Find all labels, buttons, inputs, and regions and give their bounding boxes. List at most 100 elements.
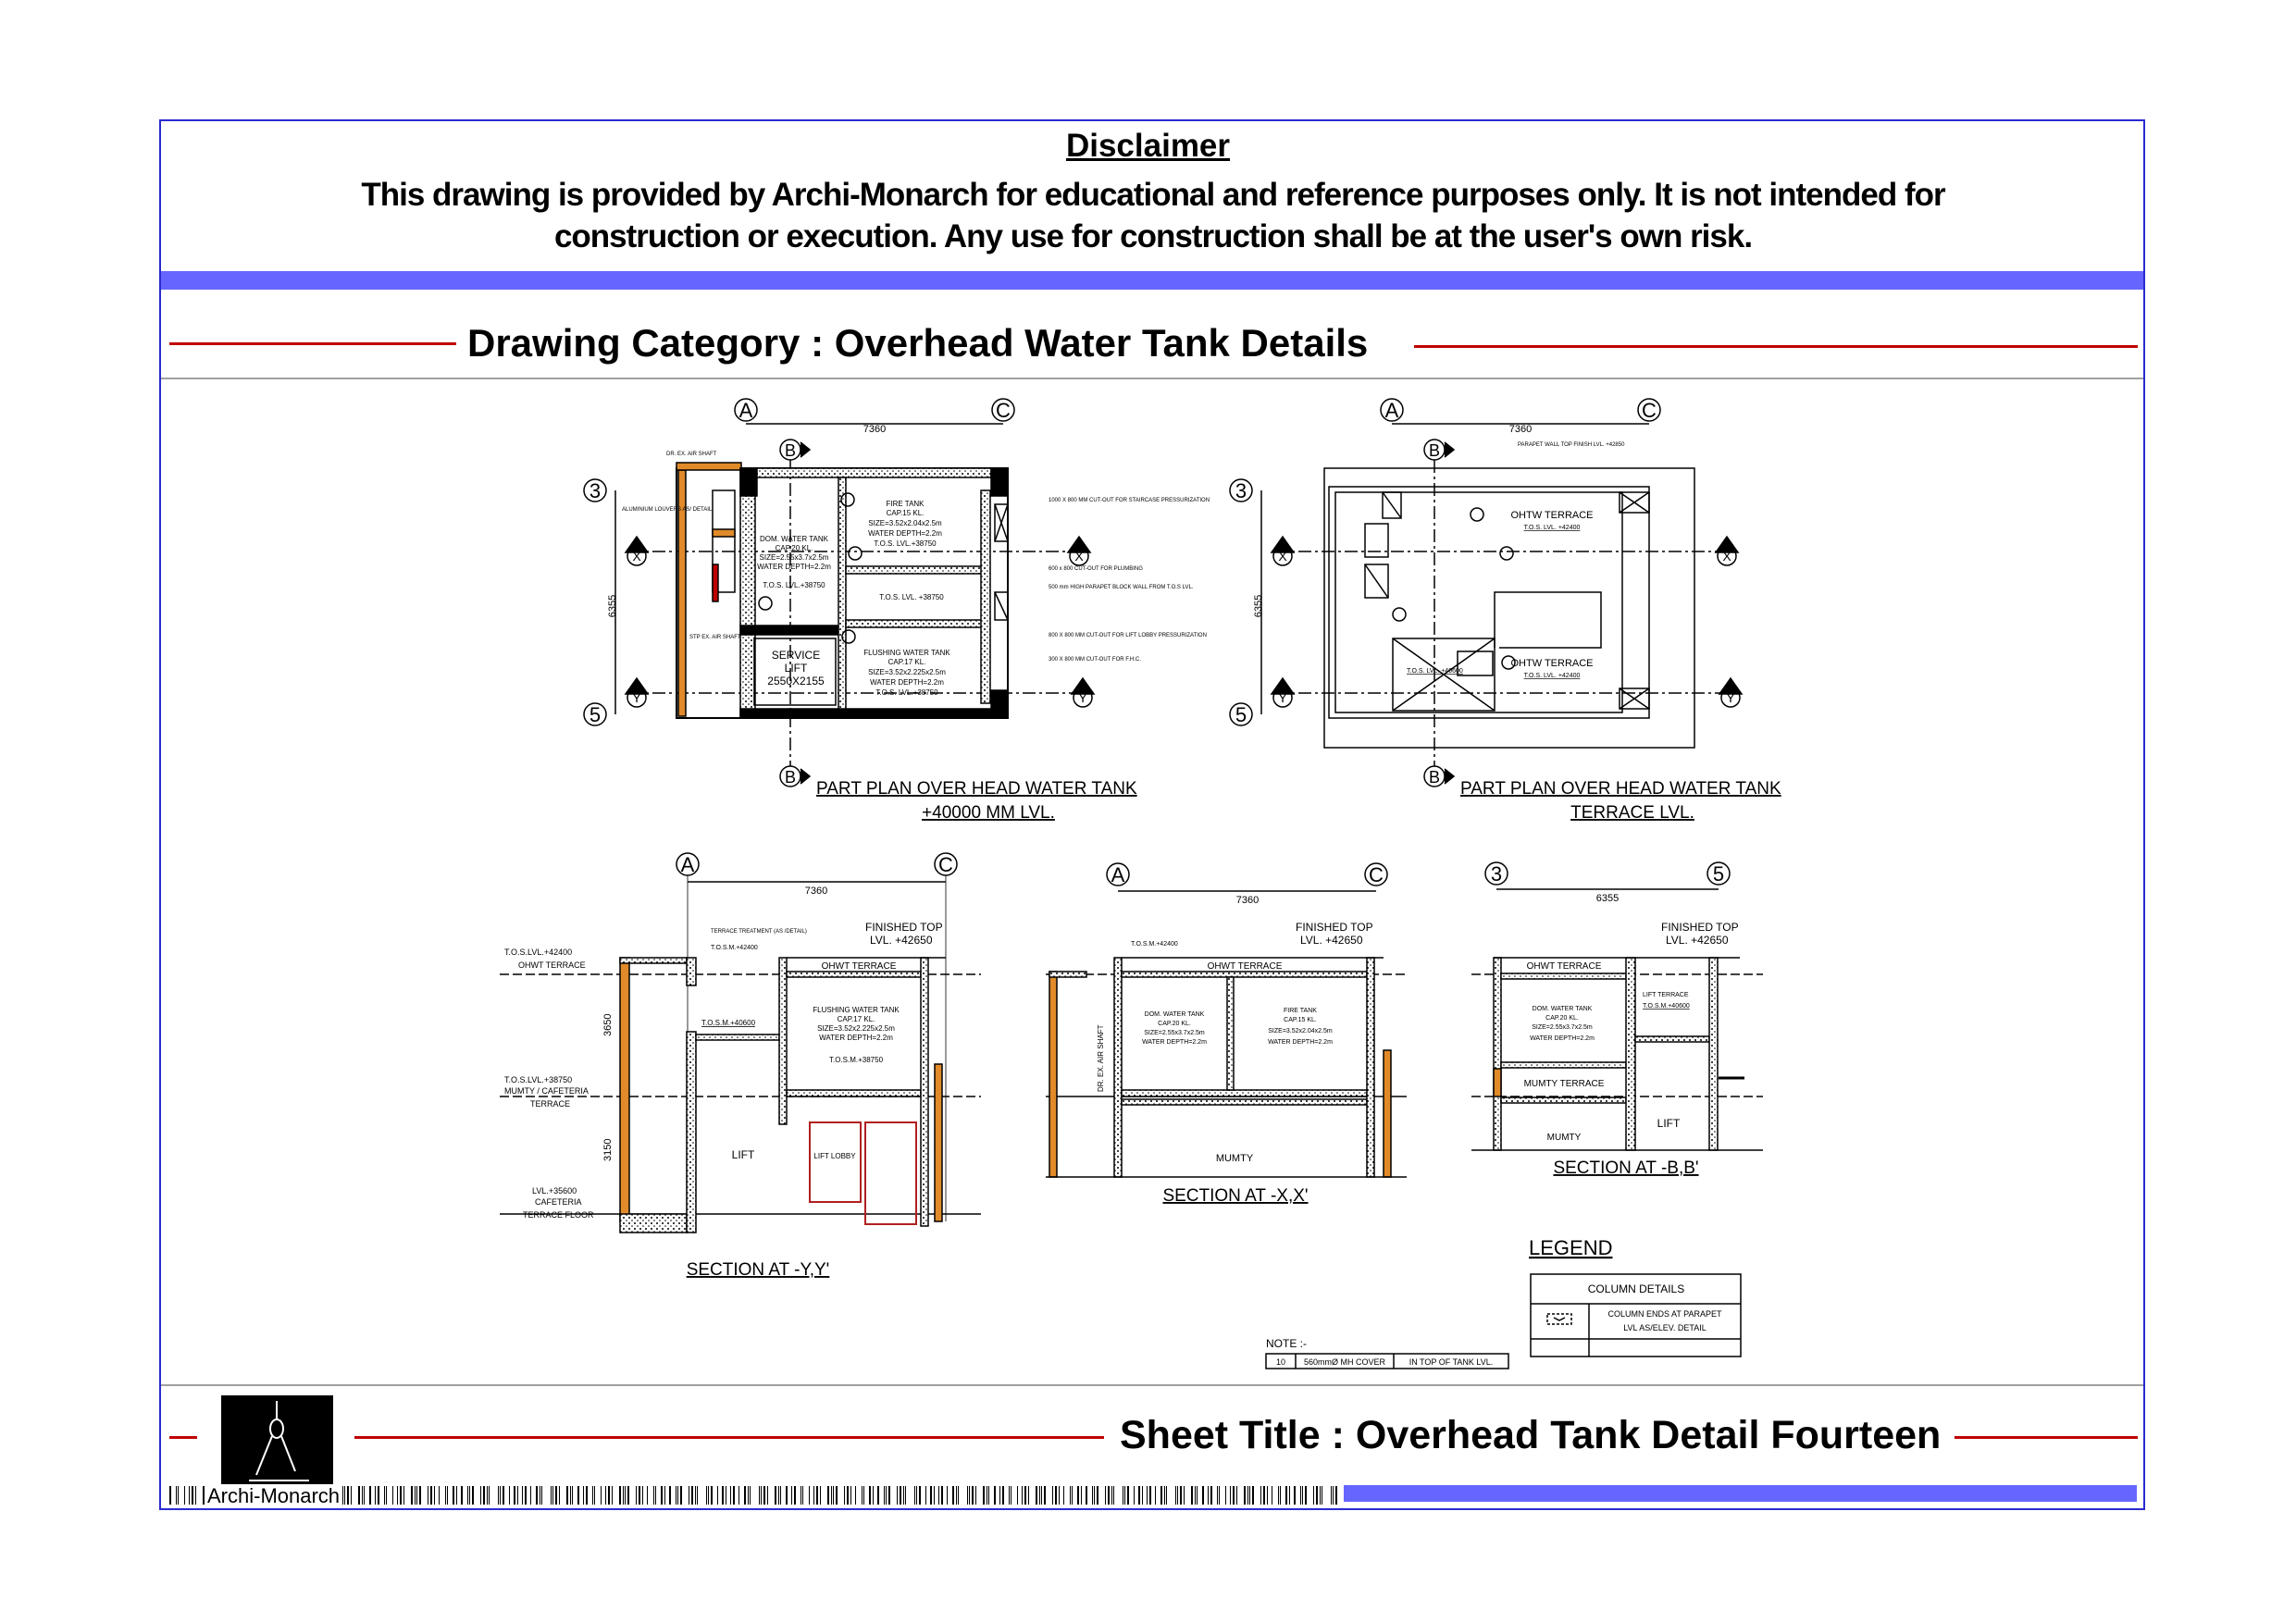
callout-parapet-wall: 500 mm HIGH PARAPET BLOCK WALL FROM T.O.… [1049,585,1194,590]
svg-text:FLUSHING WATER TANK: FLUSHING WATER TANK [863,649,950,657]
section-marker-y-left: Y [624,676,650,708]
svg-text:SIZE=3.52x2.04x2.5m: SIZE=3.52x2.04x2.5m [868,519,942,527]
grid-bubble-c: C [991,398,1015,422]
finished-top-label: FINISHED TOP LVL. +42650 [1661,921,1739,947]
callout-staircase-cutout: 1000 X 800 MM CUT-OUT FOR STAIRCASE PRES… [1049,498,1210,503]
svg-text:SIZE=2.55x3.7x2.5m: SIZE=2.55x3.7x2.5m [760,553,829,562]
terrace-label-1: OHTW TERRACE T.O.S. LVL. +42400 [1510,510,1593,531]
lift-level-label: T.O.S. LVL. +40600 [1407,668,1463,675]
svg-text:C: C [1369,863,1384,886]
plan-ohwt-terrace: 7360 A C B B 3 5 6355 X X Y Y OHTW TERRA… [1229,398,1781,823]
grid-bubble-3: 3 [1484,861,1508,886]
svg-text:OHTW TERRACE: OHTW TERRACE [1510,510,1593,521]
svg-text:WATER DEPTH=2.2m: WATER DEPTH=2.2m [757,563,831,571]
svg-text:WATER DEPTH=2.2m: WATER DEPTH=2.2m [1142,1039,1207,1046]
mid-level-label: T.O.S. LVL. +38750 [879,593,944,601]
svg-text:3: 3 [1491,862,1502,886]
section-xx: A C 7360 OHWT TERRACE FINISHED TOP LVL. … [1046,862,1407,1206]
dimension-6355: 6355 [607,595,618,617]
mumty-label: MUMTY [1547,1133,1582,1143]
svg-text:SERVICE: SERVICE [772,649,820,662]
svg-text:TERRACE: TERRACE [530,1099,570,1109]
dom-tank-label: DOM. WATER TANK CAP.20 KL. SIZE=2.55x3.7… [1142,1011,1207,1046]
svg-text:LIFT TERRACE: LIFT TERRACE [1643,992,1689,998]
svg-text:DOM. WATER TANK: DOM. WATER TANK [1145,1011,1205,1018]
sheet-title: Sheet Title : Overhead Tank Detail Fourt… [1120,1413,1942,1457]
grid-bubble-3: 3 [1229,478,1253,502]
note-cell-location: IN TOP OF TANK LVL. [1409,1357,1494,1367]
dimension-7360: 7360 [1236,895,1259,906]
section-marker-x-left: X [1270,535,1296,566]
svg-text:TERRACE FLOOR: TERRACE FLOOR [523,1210,594,1220]
svg-text:T.O.S. LVL.+38750: T.O.S. LVL.+38750 [763,581,825,589]
dimension-6355: 6355 [1253,595,1264,617]
svg-text:Y: Y [632,690,641,705]
lift-lobby-label: LIFT LOBBY [813,1152,856,1160]
grid-bubble-c: C [1637,398,1661,422]
svg-text:B: B [785,441,796,460]
footer-divider [161,1384,2143,1386]
terrace-label-2: OHTW TERRACE T.O.S. LVL. +42400 [1510,658,1593,679]
dimension-7360: 7360 [1509,424,1532,435]
svg-text:CAP.20 KL.: CAP.20 KL. [1545,1015,1579,1022]
grid-bubble-5: 5 [1706,861,1731,886]
svg-text:T.O.S.M.+40600: T.O.S.M.+40600 [1643,1003,1690,1010]
svg-text:STP EX. AIR SHAFT: STP EX. AIR SHAFT [689,635,741,640]
dom-tank-label: DOM. WATER TANK CAP.20 KL. SIZE=2.55x3.7… [757,535,831,589]
section-marker-y-right: Y [1070,676,1096,708]
plan1-title: PART PLAN OVER HEAD WATER TANK [816,779,1137,799]
svg-text:Y: Y [1726,690,1735,705]
svg-text:FLUSHING WATER TANK: FLUSHING WATER TANK [813,1006,900,1014]
svg-text:WATER DEPTH=2.2m: WATER DEPTH=2.2m [1268,1039,1333,1046]
svg-text:SIZE=3.52x2.225x2.5m: SIZE=3.52x2.225x2.5m [817,1024,895,1033]
svg-text:LVL.+35600: LVL.+35600 [532,1186,577,1196]
dimension-7360: 7360 [863,424,886,435]
svg-text:3: 3 [1235,479,1247,502]
section-marker-b-bottom: B [1423,765,1456,787]
svg-text:C: C [1642,399,1657,422]
legend-row-line-1: COLUMN ENDS AT PARAPET [1607,1309,1722,1319]
svg-text:SIZE=2.55x3.7x2.5m: SIZE=2.55x3.7x2.5m [1532,1024,1593,1031]
grid-bubble-c: C [934,852,958,876]
section-marker-y-right: Y [1718,676,1744,708]
svg-text:Y: Y [1278,690,1287,705]
header-divider [161,378,2143,379]
disclaimer-text: This drawing is provided by Archi-Monarc… [163,174,2143,257]
svg-text:MUMTY / CAFETERIA: MUMTY / CAFETERIA [504,1086,589,1096]
dimension-6355: 6355 [1596,893,1619,904]
category-rule-right [1414,345,2138,348]
grid-bubble-5: 5 [1229,702,1253,726]
plan1-left-callouts: DR. EX. AIR SHAFT ALUMINIUM LOUVERS AS/ … [622,452,741,640]
fire-tank-label: FIRE TANK CAP.15 KL. SIZE=3.52x2.04x2.5m… [868,500,942,548]
svg-text:X: X [632,549,641,564]
flushing-tank-label: FLUSHING WATER TANK CAP.17 KL. SIZE=3.52… [813,1006,900,1064]
section-marker-b-top: B [1423,439,1456,461]
svg-text:T.O.S. LVL.+38750: T.O.S. LVL.+38750 [875,688,938,697]
lift-label: LIFT [1657,1117,1681,1130]
dom-tank-label: DOM. WATER TANK CAP.20 KL. SIZE=2.55x3.7… [1530,1006,1595,1042]
svg-text:WATER DEPTH=2.2m: WATER DEPTH=2.2m [870,678,944,687]
svg-text:DOM. WATER TANK: DOM. WATER TANK [1533,1006,1593,1012]
svg-text:X: X [1722,549,1731,564]
svg-text:A: A [1385,399,1399,422]
section-bb: 3 5 6355 OHWT TERRACE FINISHED TOP LVL. … [1471,861,1763,1178]
drawing-category-title: Drawing Category : Overhead Water Tank D… [467,321,1369,365]
svg-text:T.O.S.LVL.+42400: T.O.S.LVL.+42400 [504,948,572,957]
lift-label: LIFT [732,1148,755,1161]
parapet-note: PARAPET WALL TOP FINISH LVL. +42850 [1518,442,1625,448]
section-yy-levels: T.O.S.LVL.+42400 OHWT TERRACE T.O.S.LVL.… [504,948,594,1220]
svg-text:FINISHED TOP: FINISHED TOP [1296,921,1373,934]
disclaimer-line-1: This drawing is provided by Archi-Monarc… [361,177,1945,213]
legend-header: COLUMN DETAILS [1588,1282,1684,1295]
svg-text:CAP.20 KL.: CAP.20 KL. [1158,1021,1191,1027]
svg-text:T.O.S. LVL.+38750: T.O.S. LVL.+38750 [874,539,937,548]
svg-text:X: X [1074,549,1084,564]
finished-top-label: FINISHED TOP LVL. +42650 [865,921,943,947]
section-marker-b-bottom: B [779,765,812,787]
svg-text:B: B [785,768,796,787]
lift-lobby-door [809,1121,862,1203]
svg-text:CAP.15 KL.: CAP.15 KL. [887,509,925,517]
note-cell-item: 560mmØ MH COVER [1304,1357,1386,1367]
terrace-label: OHWT TERRACE [1208,961,1283,972]
terrace-label: OHWT TERRACE [822,961,897,972]
